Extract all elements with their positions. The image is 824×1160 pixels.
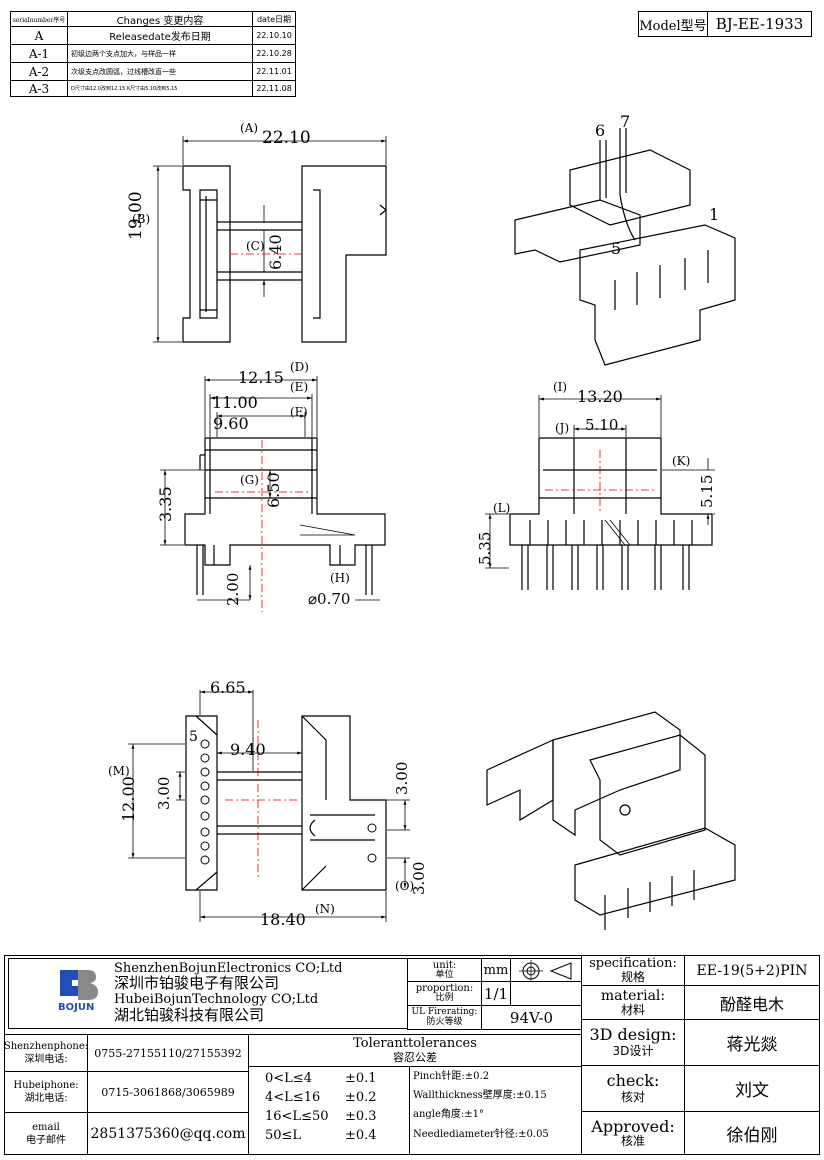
unit-value: mm xyxy=(481,958,511,982)
dim-300-right-value: 3.00 xyxy=(393,761,411,795)
tol-note: Pinch针距:±0.2 xyxy=(413,1071,490,1082)
dim-n-value: 18.40 xyxy=(260,910,306,929)
revision-row-date: 22.11.08 xyxy=(252,80,296,97)
model-value: BJ-EE-1933 xyxy=(707,11,812,37)
material-value: 酚醛电木 xyxy=(684,985,820,1020)
dim-300-left-value: 3.00 xyxy=(155,776,173,810)
tolerance-notes xyxy=(409,1066,582,1155)
projection-icon xyxy=(519,960,572,981)
dim-b-label: (B) xyxy=(132,212,151,226)
front-view xyxy=(160,376,386,601)
dim-o-label: (O) xyxy=(395,879,415,893)
dim-g-value: 6.50 xyxy=(264,472,283,508)
projection-symbol xyxy=(510,958,582,982)
proportion-blank xyxy=(510,981,582,1006)
dim-i-label: (I) xyxy=(553,380,568,394)
iso-view-bottom xyxy=(486,711,736,930)
dim-b-value: 19.00 xyxy=(126,191,146,240)
dim-e-label: (E) xyxy=(290,380,309,394)
shenzhen-phone-value: 0755-27155110/27155392 xyxy=(87,1034,249,1072)
tol-value: ±0.2 xyxy=(345,1090,377,1105)
tol-range: 16<L≤50 xyxy=(265,1109,329,1124)
bottom-pin-circles xyxy=(200,739,377,865)
pin-label-6: 6 xyxy=(595,121,606,140)
top-view xyxy=(153,136,387,343)
dim-665-value: 6.65 xyxy=(210,678,246,697)
tol-range: 4<L≤16 xyxy=(265,1090,321,1105)
design-label-cell: 3D design:3D设计 xyxy=(581,1019,685,1066)
dim-d-value: 12.15 xyxy=(238,368,284,387)
tol-value: ±0.4 xyxy=(345,1128,377,1143)
dim-a-value: 22.10 xyxy=(262,128,311,148)
dim-j-label: (J) xyxy=(555,421,570,435)
technical-drawing xyxy=(128,128,736,930)
spec-value: EE-19(5+2)PIN xyxy=(684,955,820,986)
company-name-cn-1: 深圳市铂骏电子有限公司 xyxy=(114,974,280,992)
email-value[interactable]: 2851375360@qq.com xyxy=(87,1112,249,1155)
dim-g-label: (G) xyxy=(240,473,259,487)
tol-range: 50≤L xyxy=(265,1128,302,1143)
logo-text: BOJUN xyxy=(58,1002,95,1013)
hubei-phone-value: 0715-3061868/3065989 xyxy=(87,1071,249,1113)
pin-label-1: 1 xyxy=(709,205,720,224)
approved-label-cell: Approved:核准 xyxy=(581,1111,685,1155)
dim-c-value: 6.40 xyxy=(266,234,285,270)
tol-value: ±0.3 xyxy=(345,1109,377,1124)
dim-i-value: 13.20 xyxy=(577,387,623,406)
dim-m-label: (M) xyxy=(108,764,130,778)
approved-value: 徐伯刚 xyxy=(684,1111,820,1155)
dim-l-label: (L) xyxy=(493,501,511,515)
tol-value: ±0.1 xyxy=(345,1071,377,1086)
proportion-label-cell: proportion:比例 xyxy=(407,981,482,1006)
dim-f-value: 9.60 xyxy=(213,414,249,433)
dim-940-value: 9.40 xyxy=(230,740,266,759)
dim-f-label: (F) xyxy=(290,405,308,419)
centerlines xyxy=(215,253,655,880)
design-value: 蒋光燚 xyxy=(684,1019,820,1066)
tol-note: Needlediameter针径:±0.05 xyxy=(413,1129,549,1140)
side-view xyxy=(485,395,715,590)
dim-200-value: 2.00 xyxy=(224,572,242,606)
company-name-en-2: HubeiBojunTechnology CO;Ltd xyxy=(114,992,319,1007)
dim-l-value: 5.35 xyxy=(476,531,494,565)
dim-335-value: 3.35 xyxy=(156,486,175,522)
tol-note: Wallthickness壁厚度:±0.15 xyxy=(413,1090,547,1101)
check-label-cell: check:核对 xyxy=(581,1065,685,1112)
dim-m-value: 12.00 xyxy=(119,776,138,822)
fire-label-cell: UL Firerating:防火等级 xyxy=(407,1005,482,1030)
proportion-value: 1/1 xyxy=(481,981,511,1006)
tol-note: angle角度:±1° xyxy=(413,1109,485,1120)
dim-c-label: (C) xyxy=(246,239,265,253)
company-logo: BOJUN xyxy=(58,968,100,1016)
company-name-cn-2: 湖北铂骏科技有限公司 xyxy=(114,1006,265,1024)
spec-label-cell: specification:规格 xyxy=(581,955,685,986)
material-label-cell: material:材料 xyxy=(581,985,685,1020)
tol-range: 0<L≤4 xyxy=(265,1071,312,1086)
iso-view-top xyxy=(514,128,736,366)
bottom-pin-label-5: 5 xyxy=(189,729,198,745)
pin-label-5: 5 xyxy=(611,239,622,258)
dim-n-label: (N) xyxy=(315,902,335,916)
dim-a-label: (A) xyxy=(240,121,259,135)
dim-e-value: 11.00 xyxy=(212,393,258,412)
pin-label-7: 7 xyxy=(620,112,631,131)
dim-k-label: (K) xyxy=(672,454,691,468)
company-name-en-1: ShenzhenBojunElectronics CO;Ltd xyxy=(114,961,343,976)
shenzhen-phone-label: Shenzhenphone:深圳电话: xyxy=(4,1034,88,1072)
dim-h-value: ⌀0.70 xyxy=(308,590,351,608)
hubei-phone-label: Hubeiphone:湖北电话: xyxy=(4,1071,88,1113)
check-value: 刘文 xyxy=(684,1065,820,1112)
fire-value: 94V-0 xyxy=(481,1005,582,1030)
logo-icon xyxy=(60,970,98,1000)
dim-h-label: (H) xyxy=(330,571,350,585)
dim-k-value: 5.15 xyxy=(698,474,716,508)
dim-o-value: 3.00 xyxy=(410,861,428,895)
unit-label-cell: unit:单位 xyxy=(407,958,482,982)
bottom-view xyxy=(128,690,410,922)
dim-j-value: 5.10 xyxy=(585,416,619,434)
dim-d-label: (D) xyxy=(290,360,309,374)
